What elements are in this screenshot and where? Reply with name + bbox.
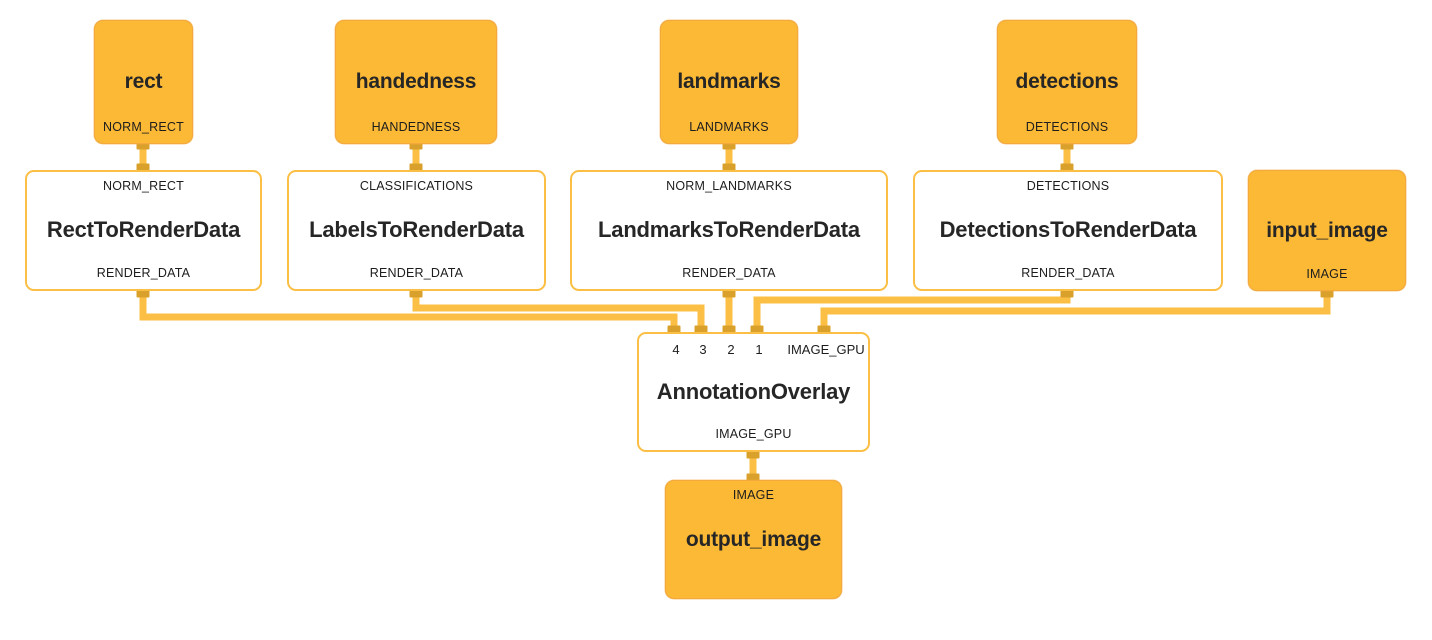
node-output-port-label: RENDER_DATA [369,266,464,281]
node-detectionstorenderdata[interactable]: DETECTIONS DetectionsToRenderData RENDER… [913,170,1223,291]
node-output-port-label: IMAGE [1306,267,1348,282]
node-title: input_image [1266,218,1388,242]
node-landmarkstorenderdata[interactable]: NORM_LANDMARKS LandmarksToRenderData REN… [570,170,888,291]
overlay-port-label-2[interactable]: 2 [727,342,735,357]
node-output-port-label: IMAGE_GPU [715,427,792,442]
node-title: LandmarksToRenderData [598,217,860,243]
edge-detectionstorenderdata-to-overlay-1 [753,291,1071,332]
edge-inputimage-to-overlay-imagegpu [820,291,1331,332]
node-title: landmarks [677,70,781,94]
edge-labelstorenderdata-to-overlay-3 [412,291,705,332]
node-title: rect [124,70,163,94]
overlay-port-label-1[interactable]: 1 [755,342,763,357]
overlay-port-label-3[interactable]: 3 [699,342,707,357]
overlay-port-label-imagegpu[interactable]: IMAGE_GPU [787,342,865,357]
node-output-port-label: LANDMARKS [689,120,769,135]
node-handedness[interactable]: handedness HANDEDNESS [335,20,497,144]
overlay-port-label-4[interactable]: 4 [672,342,680,357]
node-input-port-label: DETECTIONS [1026,179,1110,193]
node-recttorenderdata[interactable]: NORM_RECT RectToRenderData RENDER_DATA [25,170,262,291]
node-input-port-label: IMAGE [732,488,775,502]
node-title: RectToRenderData [46,217,241,243]
node-input-port-label: CLASSIFICATIONS [359,179,474,193]
node-landmarks[interactable]: landmarks LANDMARKS [660,20,798,144]
overlay-input-port-labels: 4 3 2 1 IMAGE_GPU [639,342,868,360]
node-output-port-label: RENDER_DATA [682,266,776,281]
node-output-port-label: NORM_RECT [103,120,184,135]
node-input-port-label: NORM_LANDMARKS [666,179,792,193]
node-detections[interactable]: detections DETECTIONS [997,20,1137,144]
node-input-port-label: NORM_RECT [103,179,184,193]
node-rect[interactable]: rect NORM_RECT [94,20,193,144]
node-labelstorenderdata[interactable]: CLASSIFICATIONS LabelsToRenderData RENDE… [287,170,546,291]
node-annotationoverlay[interactable]: 4 3 2 1 IMAGE_GPU AnnotationOverlay IMAG… [637,332,870,452]
node-outputimage[interactable]: IMAGE output_image [665,480,842,599]
node-title: DetectionsToRenderData [939,217,1197,243]
edge-recttorenderdata-to-overlay-4 [139,291,678,332]
node-output-port-label: DETECTIONS [1025,120,1109,135]
node-title: output_image [685,527,822,551]
node-title: handedness [355,70,477,94]
node-title: AnnotationOverlay [656,378,851,404]
node-output-port-label: RENDER_DATA [1021,266,1115,281]
node-output-port-label: HANDEDNESS [371,120,461,135]
node-output-port-label: RENDER_DATA [96,266,191,281]
node-title: LabelsToRenderData [309,217,524,243]
node-inputimage[interactable]: input_image IMAGE [1248,170,1406,291]
node-title: detections [1015,70,1119,94]
